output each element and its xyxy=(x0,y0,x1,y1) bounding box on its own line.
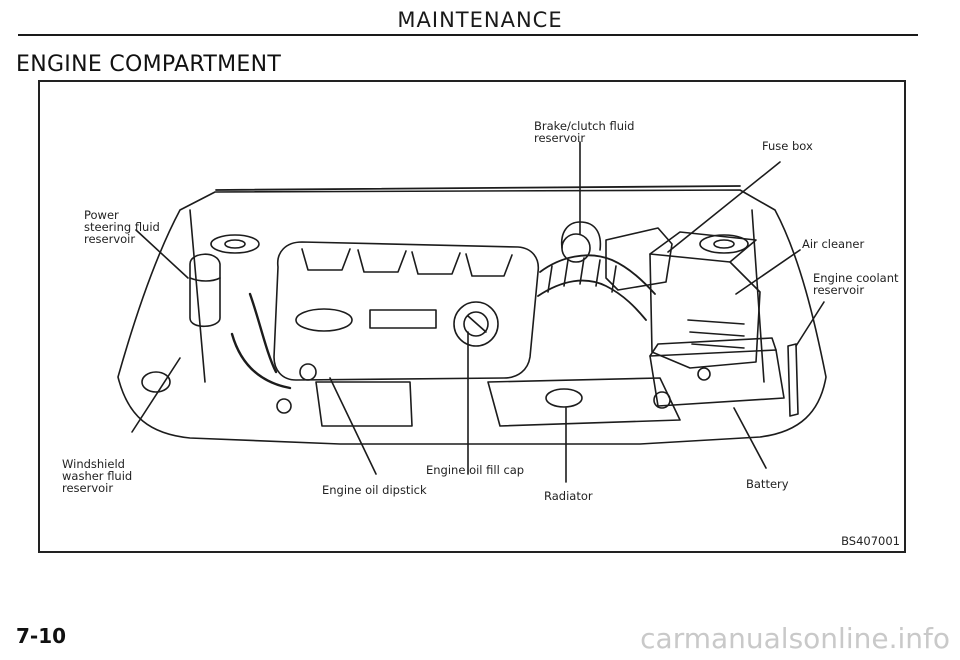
fuse-box-shape xyxy=(605,227,673,291)
callout-windshield-washer-fluid-reservoir: Windshield washer fluid reservoir xyxy=(62,457,133,495)
engine-illustration xyxy=(117,141,827,483)
air-intake-hose xyxy=(539,254,656,295)
running-header: MAINTENANCE xyxy=(397,8,563,32)
radiator-cap xyxy=(545,388,583,408)
callout-radiator: Radiator xyxy=(544,489,593,503)
engine-cover xyxy=(273,241,540,381)
callout-fuse-box: Fuse box xyxy=(762,139,813,153)
washer-cap xyxy=(141,371,171,393)
header-rule xyxy=(18,34,918,36)
page-number: 7-10 xyxy=(16,624,67,648)
callout-power-steering-fluid-reservoir: Power steering fluid reservoir xyxy=(84,208,160,246)
brake-reservoir-cap xyxy=(561,233,591,263)
callout-battery: Battery xyxy=(746,477,789,491)
hood-outline xyxy=(117,189,827,445)
callout-engine-oil-fill-cap: Engine oil fill cap xyxy=(426,463,525,477)
battery-shape xyxy=(649,349,785,407)
figure-code: BS407001 xyxy=(841,534,900,548)
callout-engine-oil-dipstick: Engine oil dipstick xyxy=(322,483,427,497)
callout-brake-clutch-fluid-reservoir: Brake/clutch fluid reservoir xyxy=(534,119,635,145)
watermark-text: carmanualsonline.info xyxy=(640,622,950,655)
engine-compartment-figure: Brake/clutch fluid reservoir Fuse box Po… xyxy=(38,80,906,553)
callout-air-cleaner: Air cleaner xyxy=(802,237,865,251)
coolant-shape xyxy=(787,343,799,417)
power-steering-shape xyxy=(189,253,221,328)
callout-engine-coolant-reservoir: Engine coolant reservoir xyxy=(813,271,899,297)
section-title: ENGINE COMPARTMENT xyxy=(16,52,282,77)
